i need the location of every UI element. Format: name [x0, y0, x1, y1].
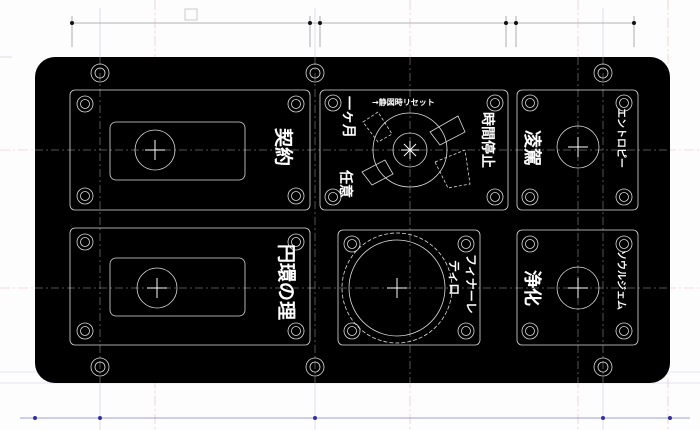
label-purify: 浄化: [521, 270, 543, 306]
label-time-stop: 時間停止: [479, 112, 496, 168]
mounting-holes: [90, 63, 613, 377]
label-one-month: 一ヶ月: [340, 96, 356, 138]
module-outlines: [69, 89, 639, 346]
label-reset: →静図時リセット: [372, 97, 435, 107]
label-contract: 契約: [272, 127, 295, 166]
label-law-of-cycles: 円環の理: [275, 244, 297, 320]
label-soul-gem: ソウルジェム: [615, 250, 627, 310]
center-marks: [145, 137, 588, 298]
label-surpass: 凌駕: [521, 130, 543, 166]
label-tiro: ティロ: [447, 260, 461, 295]
label-entropy: エントロピー: [615, 108, 627, 168]
top-dimension-line: [71, 16, 635, 47]
label-arbitrary: 任意: [337, 169, 354, 198]
marker-square: [184, 8, 198, 21]
panel-body: [35, 57, 670, 383]
label-finale: フィナーレ: [464, 254, 478, 314]
